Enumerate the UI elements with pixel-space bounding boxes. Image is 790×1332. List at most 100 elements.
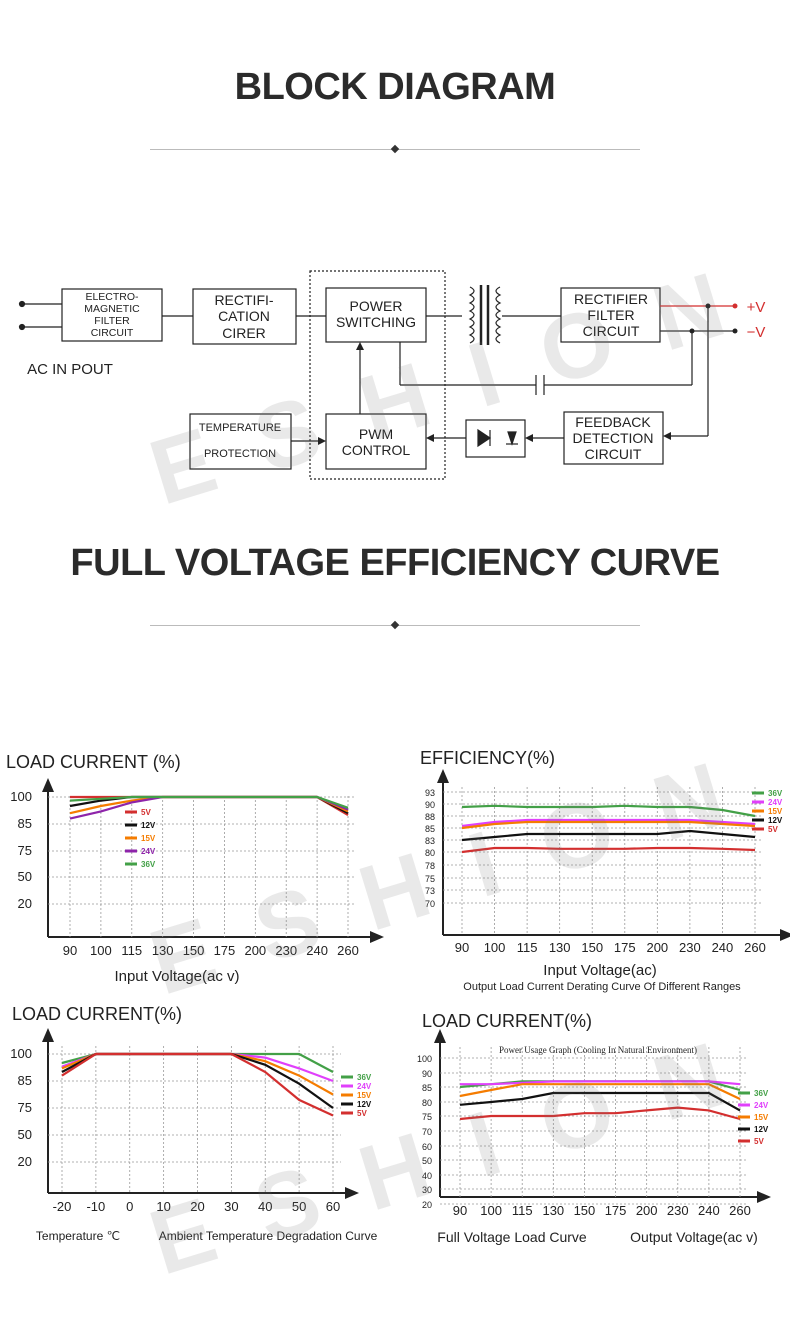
rectfilter-label-2: FILTER xyxy=(587,307,634,323)
y-tick-label: 90 xyxy=(425,800,435,810)
x-tick-label: 90 xyxy=(63,943,77,958)
y-tick-label: 50 xyxy=(18,869,32,884)
y-tick-label: 70 xyxy=(425,899,435,909)
x-tick-label: 175 xyxy=(605,1203,627,1218)
series-line-5v xyxy=(459,1106,741,1121)
legend-label: 24V xyxy=(768,798,783,807)
y-tick-label: 93 xyxy=(425,788,435,798)
heading-divider xyxy=(150,620,640,630)
legend-label: 12V xyxy=(357,1100,372,1109)
chart-title: EFFICIENCY(%) xyxy=(420,748,555,768)
legend-label: 15V xyxy=(141,834,156,843)
rectifier-filter-block xyxy=(560,287,661,343)
y-tick-label: 20 xyxy=(18,1154,32,1169)
y-axis-arrow xyxy=(437,769,449,783)
legend-label: 5V xyxy=(141,808,151,817)
y-tick-label: 80 xyxy=(422,1098,432,1108)
x-tick-label: 150 xyxy=(183,943,205,958)
pwm-label-1: PWM xyxy=(359,426,393,442)
y-tick-label: 75 xyxy=(18,1100,32,1115)
x-tick-label: 260 xyxy=(729,1203,751,1218)
legend-label: 36V xyxy=(754,1089,769,1098)
x-tick-label: 230 xyxy=(275,943,297,958)
x-axis-label-left: Temperature ℃ xyxy=(36,1229,120,1243)
y-tick-label: 20 xyxy=(422,1200,432,1210)
feedback-label-3: CIRCUIT xyxy=(585,446,642,462)
rectfilter-label-3: CIRCUIT xyxy=(583,323,640,339)
y-tick-label: 100 xyxy=(417,1054,432,1064)
y-tick-label: 50 xyxy=(18,1127,32,1142)
x-tick-label: 100 xyxy=(484,940,506,955)
temp-label-1: TEMPERATURE xyxy=(199,422,281,434)
x-tick-label: 115 xyxy=(512,1203,533,1218)
series-line-36v xyxy=(69,795,349,809)
legend-label: 12V xyxy=(768,816,783,825)
x-tick-label: -20 xyxy=(53,1199,72,1214)
legend-label: 12V xyxy=(141,821,156,830)
x-axis-arrow xyxy=(780,929,790,941)
y-tick-label: 85 xyxy=(18,1073,32,1088)
x-tick-label: 30 xyxy=(224,1199,238,1214)
legend-label: 5V xyxy=(357,1109,367,1118)
chart-title: LOAD CURRENT(%) xyxy=(422,1011,592,1031)
x-tick-label: 10 xyxy=(156,1199,170,1214)
chart-subtitle: Output Load Current Derating Curve Of Di… xyxy=(463,981,741,993)
x-axis-label-right: Output Voltage(ac v) xyxy=(630,1229,758,1245)
y-tick-label: 20 xyxy=(18,896,32,911)
series-line-12v xyxy=(461,829,756,842)
y-tick-label: 100 xyxy=(10,789,32,804)
y-axis-arrow xyxy=(434,1029,446,1043)
x-tick-label: 200 xyxy=(646,940,668,955)
series-line-36v xyxy=(461,804,756,818)
y-tick-label: 73 xyxy=(425,886,435,896)
y-axis-arrow xyxy=(42,1028,54,1042)
x-tick-label: 200 xyxy=(636,1203,658,1218)
legend-label: 24V xyxy=(357,1082,372,1091)
y-tick-label: 75 xyxy=(422,1112,432,1122)
legend-label: 12V xyxy=(754,1125,769,1134)
temp-label-2: PROTECTION xyxy=(204,448,276,460)
y-tick-label: 75 xyxy=(18,843,32,858)
legend-label: 15V xyxy=(768,807,783,816)
block-diagram-heading: BLOCK DIAGRAM xyxy=(234,66,556,108)
x-tick-label: 0 xyxy=(126,1199,133,1214)
rect-label-3: CIRER xyxy=(222,325,266,341)
x-tick-label: 20 xyxy=(190,1199,204,1214)
y-tick-label: 80 xyxy=(425,848,435,858)
y-tick-label: 70 xyxy=(422,1127,432,1137)
x-tick-label: -10 xyxy=(86,1199,105,1214)
x-tick-label: 100 xyxy=(90,943,112,958)
pwm-control-block xyxy=(325,413,427,470)
legend-label: 15V xyxy=(357,1091,372,1100)
y-tick-label: 75 xyxy=(425,874,435,884)
series-line-5v xyxy=(461,846,756,854)
x-tick-label: 175 xyxy=(214,943,236,958)
y-tick-label: 100 xyxy=(10,1046,32,1061)
series-line-15v xyxy=(459,1083,741,1100)
power-switching-block xyxy=(325,287,427,343)
x-tick-label: 115 xyxy=(517,940,538,955)
x-tick-label: 150 xyxy=(581,940,603,955)
minus-v-label: −V xyxy=(747,324,766,341)
y-tick-label: 78 xyxy=(425,861,435,871)
x-tick-label: 130 xyxy=(542,1203,564,1218)
emi-filter-block xyxy=(61,288,163,342)
series-line-15v xyxy=(461,820,756,830)
x-tick-label: 90 xyxy=(455,940,469,955)
series-line-24v xyxy=(461,818,756,828)
x-tick-label: 175 xyxy=(614,940,636,955)
y-tick-label: 50 xyxy=(422,1156,432,1166)
x-tick-label: 150 xyxy=(574,1203,596,1218)
x-axis-label-left: Full Voltage Load Curve xyxy=(437,1229,587,1245)
x-axis-label-right: Ambient Temperature Degradation Curve xyxy=(159,1229,378,1243)
legend-label: 5V xyxy=(754,1137,764,1146)
emi-label-1: ELECTRO- xyxy=(85,291,139,303)
y-tick-label: 90 xyxy=(422,1069,432,1079)
y-tick-label: 60 xyxy=(422,1142,432,1152)
x-tick-label: 60 xyxy=(326,1199,340,1214)
rect-label-2: CATION xyxy=(218,308,270,324)
chart-inner-title: Power Usage Graph (Cooling In Natural En… xyxy=(499,1045,697,1055)
heading-divider xyxy=(150,144,640,154)
legend-label: 15V xyxy=(754,1113,769,1122)
